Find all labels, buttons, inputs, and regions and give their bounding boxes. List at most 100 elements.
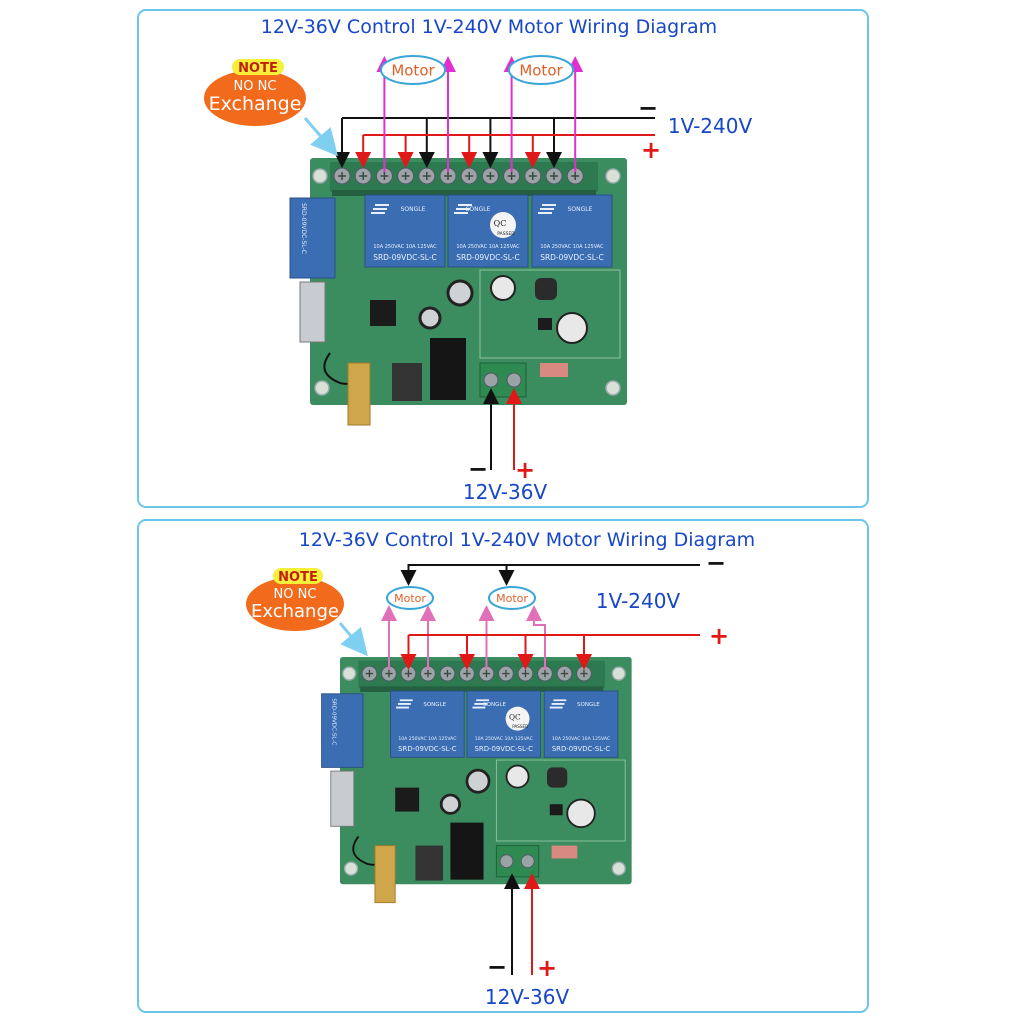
- note-pointer-arrow: [303, 117, 338, 157]
- motor-lead-wire: [526, 605, 546, 670]
- songle-logo-icon: [454, 204, 472, 214]
- relay-1: [321, 693, 364, 768]
- note-label: NOTE: [238, 61, 278, 76]
- screw-slot: [401, 172, 410, 180]
- screw-slot: [359, 172, 368, 180]
- control-positive-label: +: [537, 954, 557, 982]
- load-negative-label: −: [638, 94, 658, 122]
- relay-brand: SONGLE: [577, 702, 600, 708]
- screw-slot: [507, 172, 516, 180]
- motor-label: Motor: [519, 61, 563, 79]
- control-positive-label: +: [515, 456, 535, 484]
- relay-model: SRD-09VDC-SL-C: [540, 253, 604, 262]
- capacitor: [446, 279, 474, 307]
- top-relay-board: SRD-09VDC-SL-C SONGLE 10A 250VAC 10A 125VA…: [289, 158, 627, 426]
- load-positive-label: +: [709, 622, 729, 650]
- qc-sticker: [490, 212, 516, 238]
- load-voltage-label: 1V-240V: [596, 589, 681, 613]
- songle-logo-icon: [538, 204, 556, 214]
- mount-hole: [605, 380, 621, 396]
- mount-hole: [605, 168, 621, 184]
- motor-label: Motor: [394, 592, 426, 605]
- capacitor: [490, 275, 516, 301]
- terminal-block-base: [332, 190, 596, 196]
- terminal-screw: [483, 372, 499, 388]
- relay-brand: SONGLE: [466, 206, 491, 213]
- top-panel-title: 12V-36V Control 1V-240V Motor Wiring Dia…: [261, 16, 717, 38]
- ic-chip: [370, 300, 396, 326]
- ic-chip: [395, 787, 420, 812]
- relay-model: SRD-09VDC-SL-C: [331, 698, 337, 745]
- note-pointer-arrow: [338, 622, 368, 657]
- control-voltage-label: 12V-36V: [463, 480, 548, 504]
- relay-model: SRD-09VDC-SL-C: [373, 253, 437, 262]
- sma-antenna-connector: [347, 362, 371, 426]
- screw-slot: [528, 172, 537, 180]
- capacitor: [439, 793, 461, 815]
- relay-2: [390, 690, 465, 758]
- screw-slot: [571, 172, 580, 180]
- relay-3: [447, 194, 529, 268]
- capacitor: [556, 312, 588, 344]
- bottom-note-bubble: NOTE NO NC Exchange: [246, 568, 368, 657]
- motor-oval: [380, 55, 446, 85]
- screw-slot: [443, 669, 452, 678]
- relay-model: SRD-09VDC-SL-C: [300, 203, 307, 254]
- relay-rating: 10A 250VAC 10A 125VAC: [540, 244, 604, 250]
- screw-slot: [486, 172, 495, 180]
- screw-slot: [424, 669, 432, 678]
- note-line1: NO NC: [234, 79, 277, 94]
- motor-oval: [386, 586, 434, 610]
- terminal-block-base: [360, 686, 604, 692]
- screw-slot: [541, 669, 549, 678]
- ic-chip: [549, 804, 563, 816]
- control-voltage-label: 12V-36V: [485, 985, 570, 1009]
- capacitor: [505, 764, 530, 789]
- screw-slot: [365, 669, 374, 678]
- power-section-outline: [479, 269, 621, 359]
- bottom-panel-frame: [137, 519, 869, 1013]
- songle-logo-icon: [371, 204, 389, 214]
- relay-brand: SONGLE: [568, 206, 593, 213]
- control-negative-label: −: [487, 953, 507, 981]
- screw-slot: [482, 669, 491, 678]
- bottom-relay-board: SRD-09VDC-SL-C SONGLE 10A 250VAC 10A 125VA…: [321, 657, 632, 904]
- capacitor: [566, 798, 596, 829]
- relay-rating: 10A 250VAC 10A 125VAC: [475, 736, 533, 742]
- mount-hole: [611, 861, 626, 876]
- load-positive-label: +: [641, 136, 661, 164]
- top-note-bubble: NOTE NO NC Exchange: [204, 59, 338, 157]
- top-panel-frame: [137, 9, 869, 508]
- qc-text: QC: [509, 713, 521, 722]
- motor-label: Motor: [391, 61, 435, 79]
- switch: [415, 845, 444, 881]
- screw-slot: [338, 172, 346, 180]
- qc-passed-text: PASSED: [497, 231, 515, 237]
- rf-module: [330, 770, 355, 827]
- fuse: [540, 363, 568, 377]
- sma-antenna-connector: [374, 845, 396, 904]
- switch: [392, 363, 422, 401]
- mount-hole: [314, 380, 330, 396]
- boards: SRD-09VDC-SL-C SONGLE 10A 250VAC 10A 125VA…: [289, 158, 632, 904]
- relay-rating: 10A 250VAC 10A 125VAC: [373, 244, 437, 250]
- screw-slot: [422, 172, 431, 180]
- ic-chip: [538, 318, 552, 330]
- note-line2: Exchange: [251, 601, 339, 622]
- dc-jack: [430, 338, 466, 400]
- fuse: [551, 845, 578, 859]
- screw-slot: [385, 669, 393, 678]
- capacitor: [465, 768, 491, 794]
- songle-logo-icon: [396, 699, 413, 709]
- relay-model: SRD-09VDC-SL-C: [456, 253, 520, 262]
- screw-slot: [463, 669, 471, 678]
- relay-model: SRD-09VDC-SL-C: [552, 745, 611, 753]
- relay-model: SRD-09VDC-SL-C: [398, 745, 457, 753]
- relay-brand: SONGLE: [401, 206, 426, 213]
- screw-slot: [521, 669, 530, 678]
- qc-text: QC: [494, 219, 507, 228]
- rf-module: [299, 281, 326, 343]
- load-voltage-label: 1V-240V: [668, 114, 753, 138]
- screw-slot: [444, 172, 452, 180]
